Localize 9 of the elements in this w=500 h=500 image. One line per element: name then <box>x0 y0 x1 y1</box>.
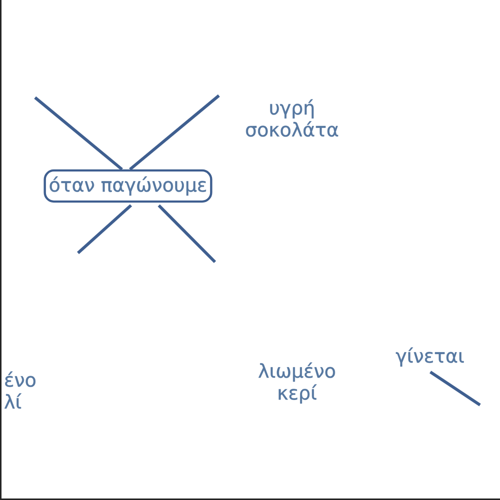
connector-line <box>77 204 132 254</box>
linking-phrase-box: όταν παγώνουμε <box>44 169 212 203</box>
connector-line <box>158 204 216 264</box>
connector-line <box>430 370 481 406</box>
concept-text: λιωμένο κερί <box>258 362 336 404</box>
connector-line <box>34 96 123 171</box>
connector-line <box>129 94 220 171</box>
concept-text: υγρή σοκολάτα <box>246 99 338 137</box>
concept-text: ένο λί <box>4 371 36 409</box>
